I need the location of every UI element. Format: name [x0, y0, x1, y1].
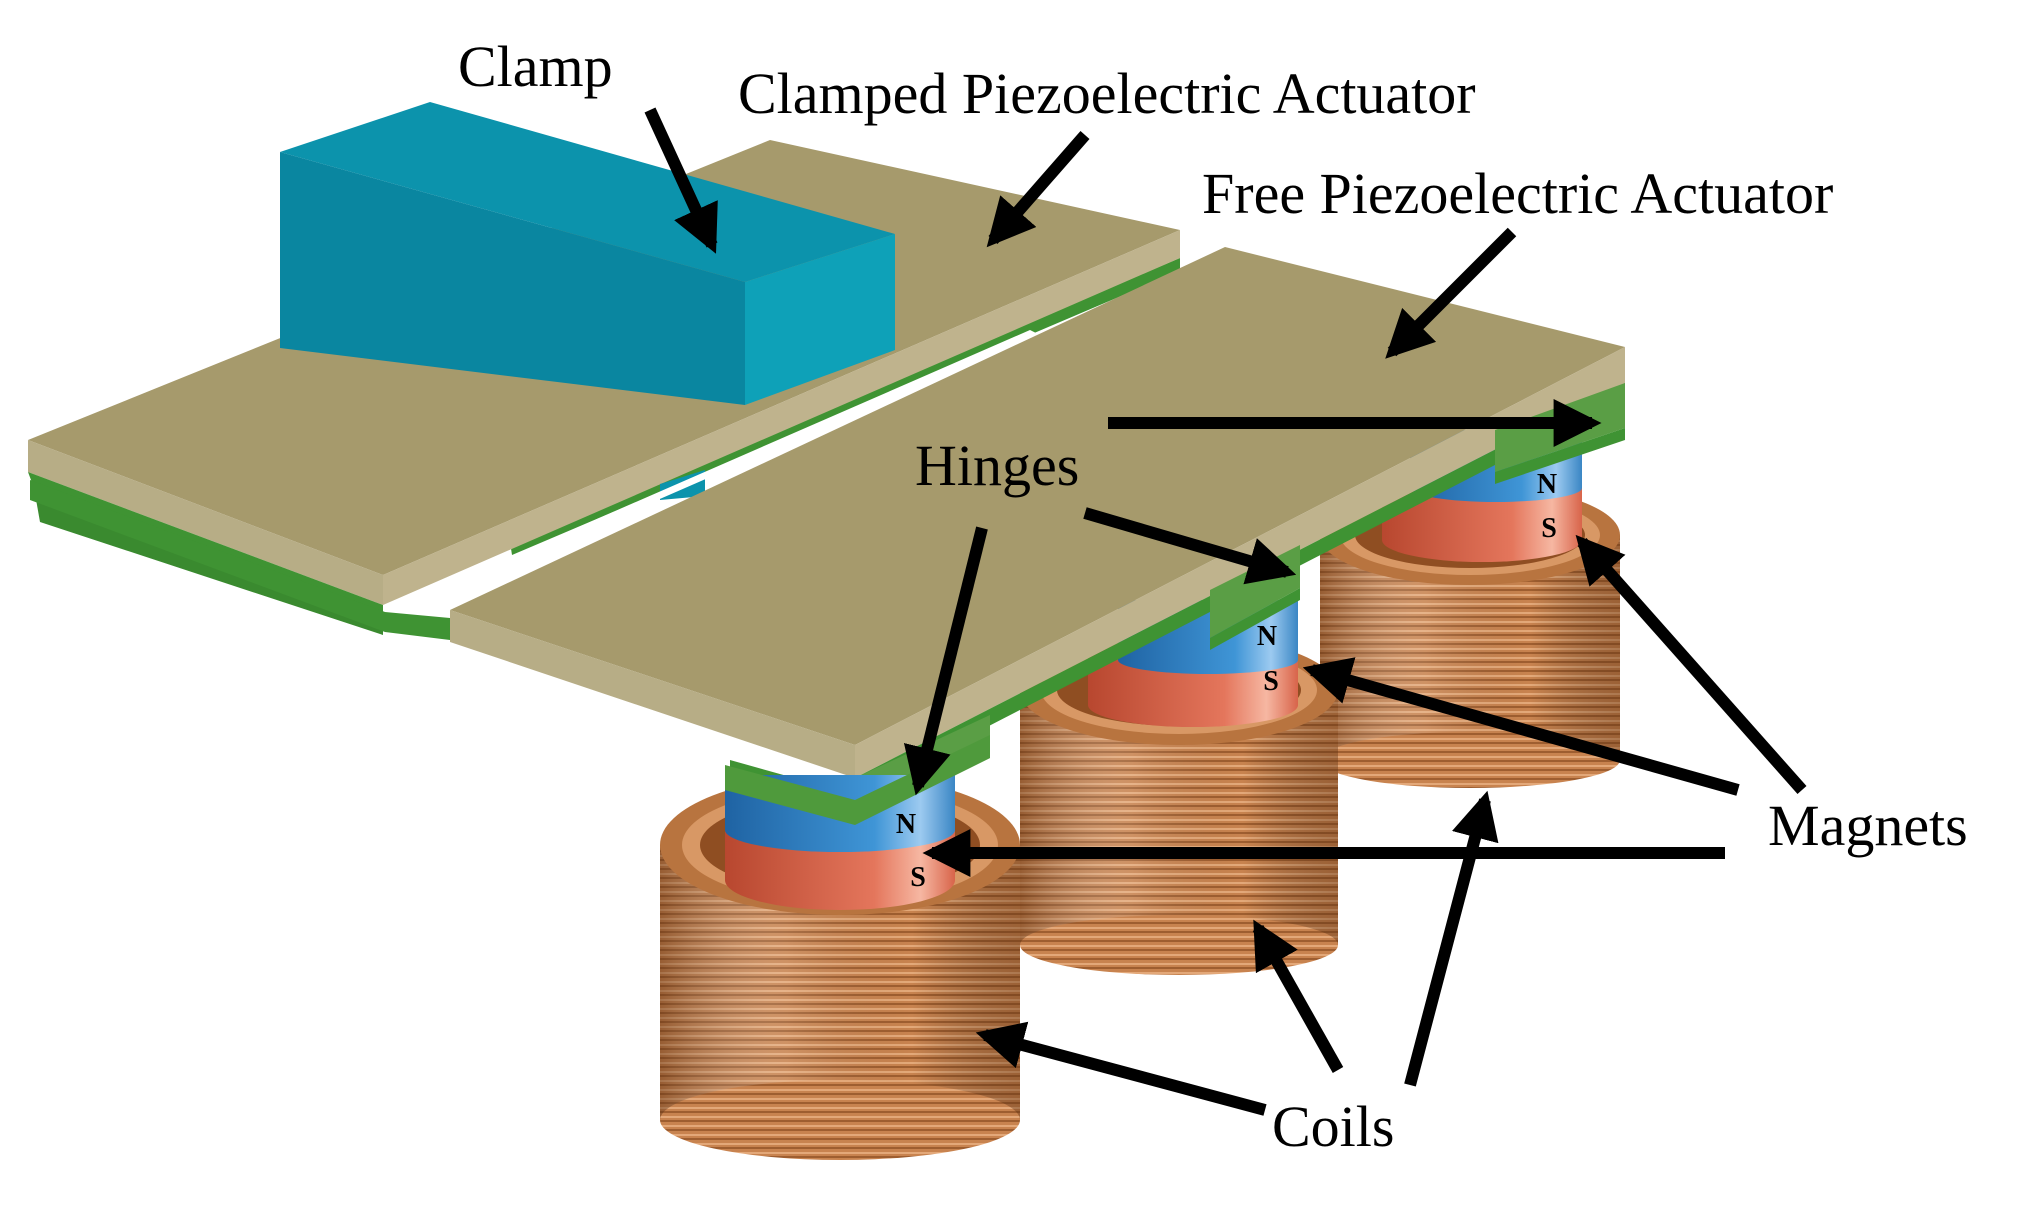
arrow-free-actuator	[1385, 227, 1517, 359]
pole-s-front: S	[910, 862, 926, 893]
pole-s-middle: S	[1263, 666, 1279, 697]
hinge-front-block	[725, 735, 990, 825]
clamped-actuator-edge	[28, 440, 383, 605]
pole-n-back: N	[1537, 469, 1557, 500]
arrow-coil-front	[975, 1021, 1267, 1116]
arrow-hinge-middle	[1083, 507, 1297, 585]
clamp-block	[280, 102, 895, 500]
arrow-clamped-actuator	[986, 131, 1090, 248]
label-free-actuator: Free Piezoelectric Actuator	[1202, 161, 1833, 226]
clamp-top	[280, 102, 895, 282]
clamped-actuator-side	[383, 230, 1180, 605]
label-hinges: Hinges	[915, 433, 1079, 498]
label-magnets: Magnets	[1768, 793, 1968, 858]
actuator-gap	[512, 330, 1038, 560]
free-actuator-front-edge	[450, 610, 855, 778]
arrow-magnet-back	[1575, 534, 1807, 794]
pole-n-front: N	[896, 809, 916, 840]
label-coils: Coils	[1272, 1094, 1395, 1159]
label-clamp: Clamp	[458, 34, 613, 99]
hinge-middle-top	[1210, 588, 1300, 650]
clamp-front	[280, 152, 745, 405]
pole-n-middle: N	[1257, 621, 1277, 652]
label-clamped-actuator: Clamped Piezoelectric Actuator	[738, 61, 1476, 126]
arrow-clamp	[644, 107, 718, 254]
magnet-front	[725, 775, 955, 910]
arrows	[644, 107, 1807, 1116]
substrate-green	[30, 480, 450, 640]
pole-s-back: S	[1541, 513, 1557, 544]
arrow-coil-right	[1404, 790, 1499, 1087]
arrow-hinge-front	[903, 526, 988, 796]
clamp-side	[745, 234, 895, 405]
arrow-coil-middle	[1252, 919, 1344, 1073]
free-actuator-top	[450, 247, 1625, 745]
arrow-magnet-middle	[1302, 657, 1740, 796]
